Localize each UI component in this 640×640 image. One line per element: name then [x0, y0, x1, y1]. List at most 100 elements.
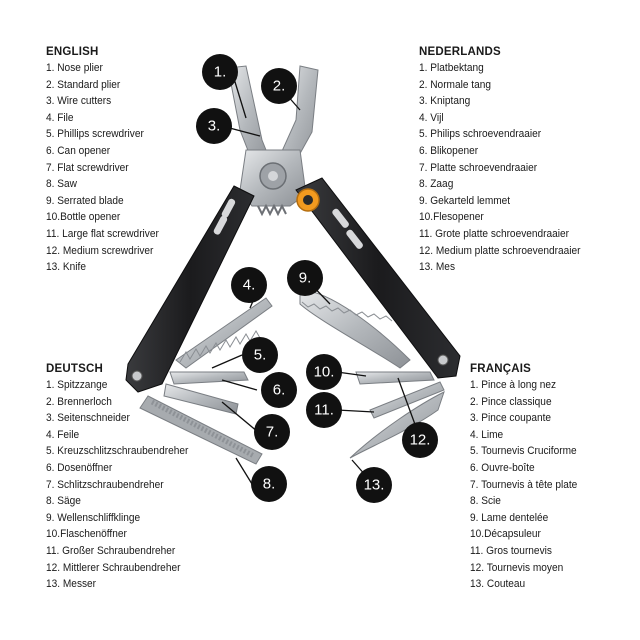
legend-item: 6. Dosenöffner — [46, 461, 113, 474]
callout-9: 9. — [287, 260, 323, 296]
callout-13: 13. — [356, 467, 392, 503]
callout-circle — [402, 422, 438, 458]
callout-8: 8. — [251, 466, 287, 502]
legend-item: 3. Seitenschneider — [46, 412, 130, 425]
legend-item: 10.Flesopener — [419, 211, 484, 224]
legend-item: 2. Normale tang — [419, 78, 492, 91]
callout-number: 13. — [364, 477, 385, 494]
legend-nederlands: NEDERLANDS 1. Platbektang 2. Normale tan… — [419, 46, 594, 276]
legend-item: 5. Tournevis Cruciforme — [470, 445, 577, 458]
legend-item: 9. Gekarteld lemmet — [419, 194, 511, 207]
callout-circle — [261, 372, 297, 408]
callout-circle — [306, 354, 342, 390]
legend-item: 8. Saw — [46, 178, 77, 191]
legend-item: 11. Large flat screwdriver — [46, 227, 159, 240]
left-handle — [125, 185, 255, 393]
callout-circle — [251, 466, 287, 502]
right-tools — [299, 289, 445, 459]
callout-11: 11. — [306, 392, 342, 428]
callout-number: 7. — [266, 424, 279, 441]
callout-5: 5. — [242, 337, 278, 373]
callout-number: 1. — [214, 64, 227, 81]
callout-1: 1. — [202, 54, 238, 90]
legend-item: 9. Wellenschliffklinge — [46, 511, 141, 524]
plier-jaws — [227, 65, 319, 207]
legend-item: 10.Flaschenöffner — [46, 528, 127, 541]
callout-number: 5. — [254, 347, 267, 364]
legend-item: 1. Nose plier — [46, 62, 103, 74]
legend-item: 6. Ouvre-boîte — [470, 461, 535, 474]
legend-item: 8. Säge — [46, 495, 81, 508]
legend-item: 9. Serrated blade — [46, 194, 124, 207]
legend-item: 3. Pince coupante — [470, 412, 552, 425]
callout-circle — [356, 467, 392, 503]
legend-item: 12. Tournevis moyen — [470, 561, 564, 574]
legend-item: 2. Standard plier — [46, 78, 121, 91]
callout-number: 11. — [314, 402, 334, 419]
legend-item: 7. Tournevis à tête plate — [470, 478, 578, 491]
legend-item: 10.Décapsuleur — [470, 528, 541, 541]
legend-item: 8. Zaag — [419, 178, 454, 191]
legend-item: 6. Can opener — [46, 144, 111, 157]
spring — [257, 203, 287, 217]
callout-circle — [202, 54, 238, 90]
legend-item: 1. Spitzzange — [46, 379, 108, 391]
callout-4: 4. — [231, 267, 267, 303]
left-tools — [139, 297, 273, 465]
callout-2: 2. — [261, 68, 297, 104]
legend-item: 5. Phillips screwdriver — [46, 128, 144, 141]
callout-circle — [261, 68, 297, 104]
legend-item: 9. Lame dentelée — [470, 511, 549, 524]
callout-10: 10. — [306, 354, 342, 390]
callout-6: 6. — [261, 372, 297, 408]
legend-english: ENGLISH 1. Nose plier 2. Standard plier … — [46, 46, 169, 276]
legend-deutsch: DEUTSCH 1. Spitzzange 2. Brennerloch 3. … — [46, 363, 201, 593]
legend-item: 7. Flat screwdriver — [46, 161, 129, 174]
legend-item: 13. Knife — [46, 261, 86, 274]
legend-item: 11. Großer Schraubendreher — [46, 544, 176, 557]
legend-item: 7. Platte schroevendraaier — [419, 161, 538, 174]
legend-item: 4. File — [46, 111, 74, 124]
legend-item: 13. Messer — [46, 578, 97, 591]
legend-item: 11. Grote platte schroevendraaier — [419, 227, 570, 240]
legend-item: 12. Mittlerer Schraubendreher — [46, 561, 181, 574]
legend-title: ENGLISH — [46, 46, 99, 58]
legend-item: 1. Platbektang — [419, 62, 484, 74]
legend-item: 8. Scie — [470, 495, 501, 508]
callout-number: 3. — [208, 118, 221, 135]
callout-circle — [231, 267, 267, 303]
callout-12: 12. — [402, 422, 438, 458]
legend-item: 4. Feile — [46, 428, 80, 441]
legend-item: 1. Pince à long nez — [470, 379, 557, 391]
legend-title: DEUTSCH — [46, 363, 103, 375]
callout-circle — [196, 108, 232, 144]
legend-item: 3. Kniptang — [419, 95, 471, 108]
callout-number: 10. — [314, 364, 335, 381]
legend-francais: FRANÇAIS 1. Pince à long nez 2. Pince cl… — [470, 363, 587, 593]
legend-item: 5. Kreuzschlitzschraubendreher — [46, 445, 189, 458]
legend-item: 2. Pince classique — [470, 395, 552, 408]
callout-circle — [254, 414, 290, 450]
callout-circle — [242, 337, 278, 373]
callout-number: 9. — [299, 270, 312, 287]
callout-number: 6. — [273, 382, 286, 399]
legend-item: 10.Bottle opener — [46, 211, 121, 224]
callout-number: 4. — [243, 277, 256, 294]
legend-item: 13. Couteau — [470, 578, 526, 591]
legend-item: 12. Medium platte schroevendraaier — [419, 244, 581, 257]
callout-number: 8. — [263, 476, 276, 493]
legend-item: 12. Medium screwdriver — [46, 244, 154, 257]
legend-item: 7. Schlitzschraubendreher — [46, 478, 164, 491]
callout-number: 2. — [273, 78, 286, 95]
legend-item: 4. Vijl — [419, 111, 444, 124]
callout-7: 7. — [254, 414, 290, 450]
callout-3: 3. — [196, 108, 232, 144]
legend-item: 5. Philips schroevendraaier — [419, 128, 542, 141]
legend-item: 6. Blikopener — [419, 144, 479, 157]
legend-item: 4. Lime — [470, 428, 504, 441]
callout-circle — [306, 392, 342, 428]
legend-item: 3. Wire cutters — [46, 95, 112, 108]
legend-title: FRANÇAIS — [470, 363, 532, 375]
callout-number: 12. — [410, 432, 431, 449]
